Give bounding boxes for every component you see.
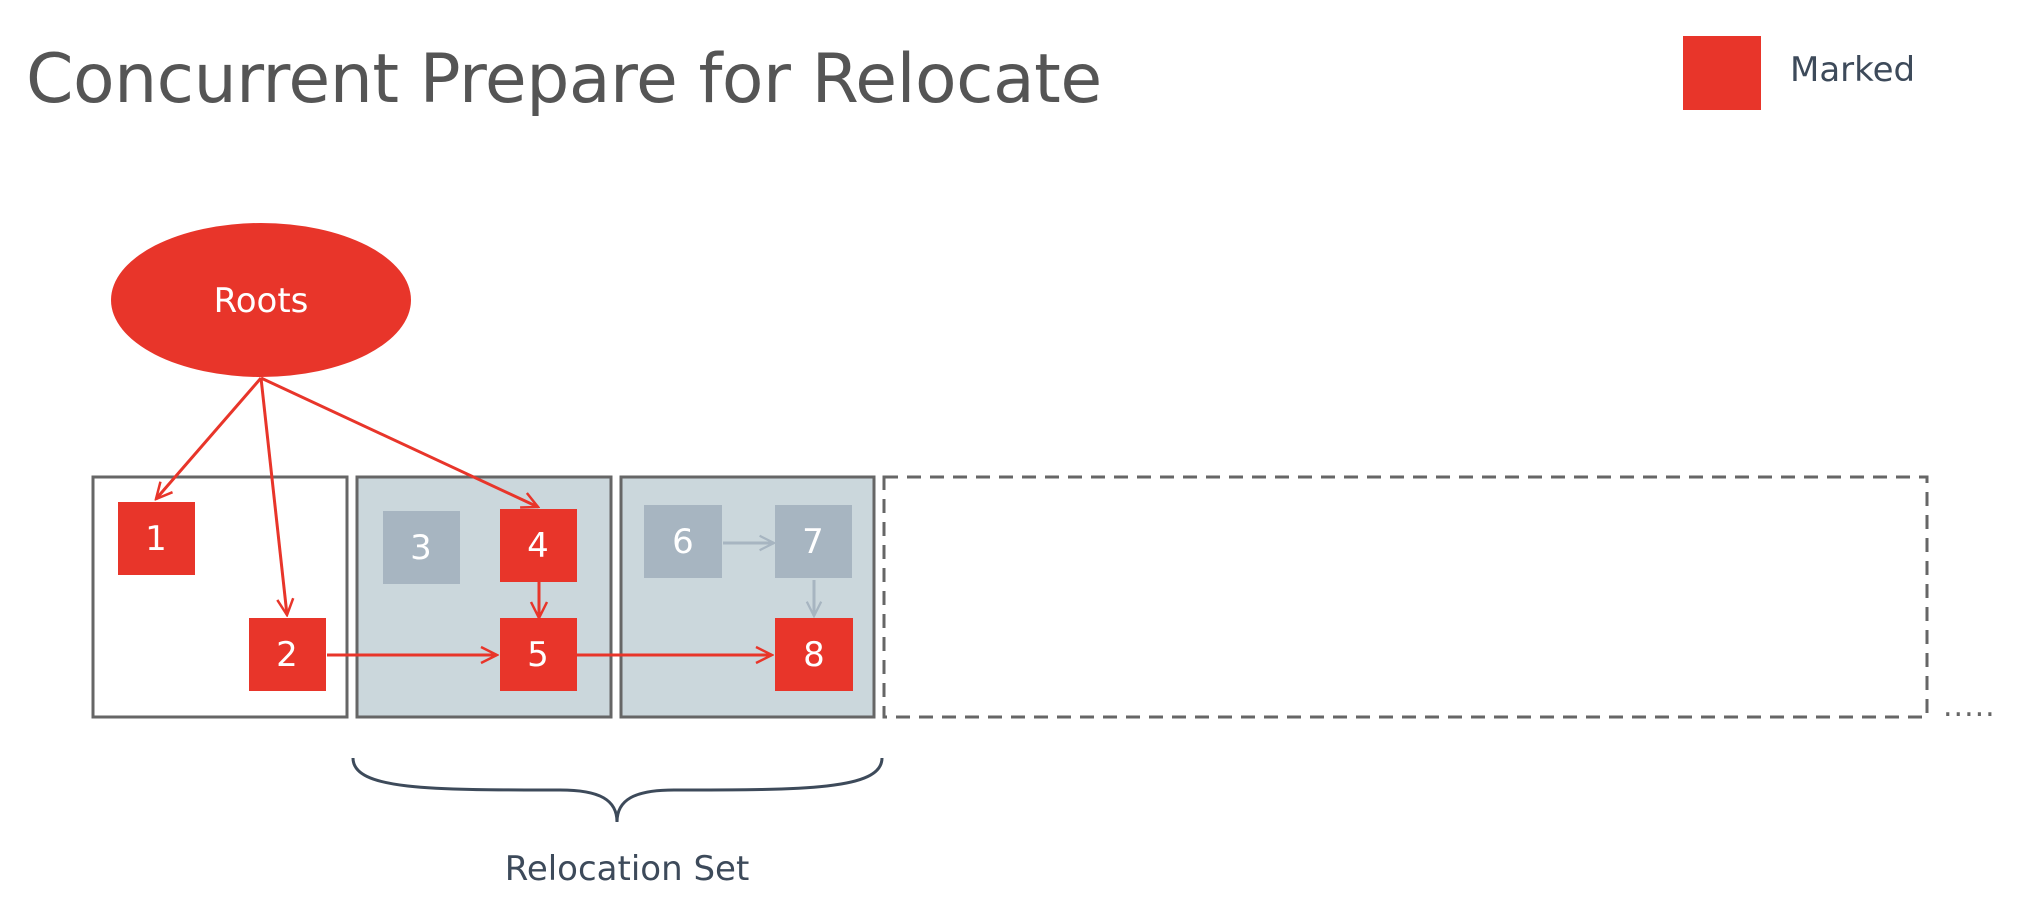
relocation-set-label: Relocation Set bbox=[505, 849, 750, 889]
object-6-label: 6 bbox=[672, 522, 694, 562]
object-2-label: 2 bbox=[276, 635, 298, 675]
object-7: 7 bbox=[775, 505, 852, 578]
object-5-label: 5 bbox=[527, 635, 549, 675]
object-6: 6 bbox=[644, 505, 722, 578]
object-4: 4 bbox=[500, 509, 577, 582]
object-8: 8 bbox=[775, 618, 853, 691]
more-pages-ellipsis: ..... bbox=[1943, 689, 1996, 724]
object-7-label: 7 bbox=[802, 522, 824, 562]
legend-marked-swatch bbox=[1683, 36, 1761, 110]
roots-label: Roots bbox=[214, 281, 309, 321]
edge-roots-1 bbox=[156, 377, 263, 499]
page-empty bbox=[882, 475, 1929, 719]
legend-marked-label: Marked bbox=[1790, 50, 1916, 90]
relocation-set-brace bbox=[351, 757, 884, 823]
edge-roots-2 bbox=[259, 377, 287, 615]
object-5: 5 bbox=[500, 618, 577, 691]
object-1: 1 bbox=[118, 502, 195, 575]
page-title: Concurrent Prepare for Relocate bbox=[26, 40, 1102, 119]
edge-roots-4 bbox=[260, 376, 538, 507]
object-4-label: 4 bbox=[527, 526, 549, 566]
roots-node bbox=[111, 223, 411, 377]
object-2: 2 bbox=[249, 618, 326, 691]
object-1-label: 1 bbox=[145, 519, 167, 559]
object-8-label: 8 bbox=[803, 635, 825, 675]
object-3: 3 bbox=[383, 511, 460, 584]
object-3-label: 3 bbox=[410, 528, 432, 568]
